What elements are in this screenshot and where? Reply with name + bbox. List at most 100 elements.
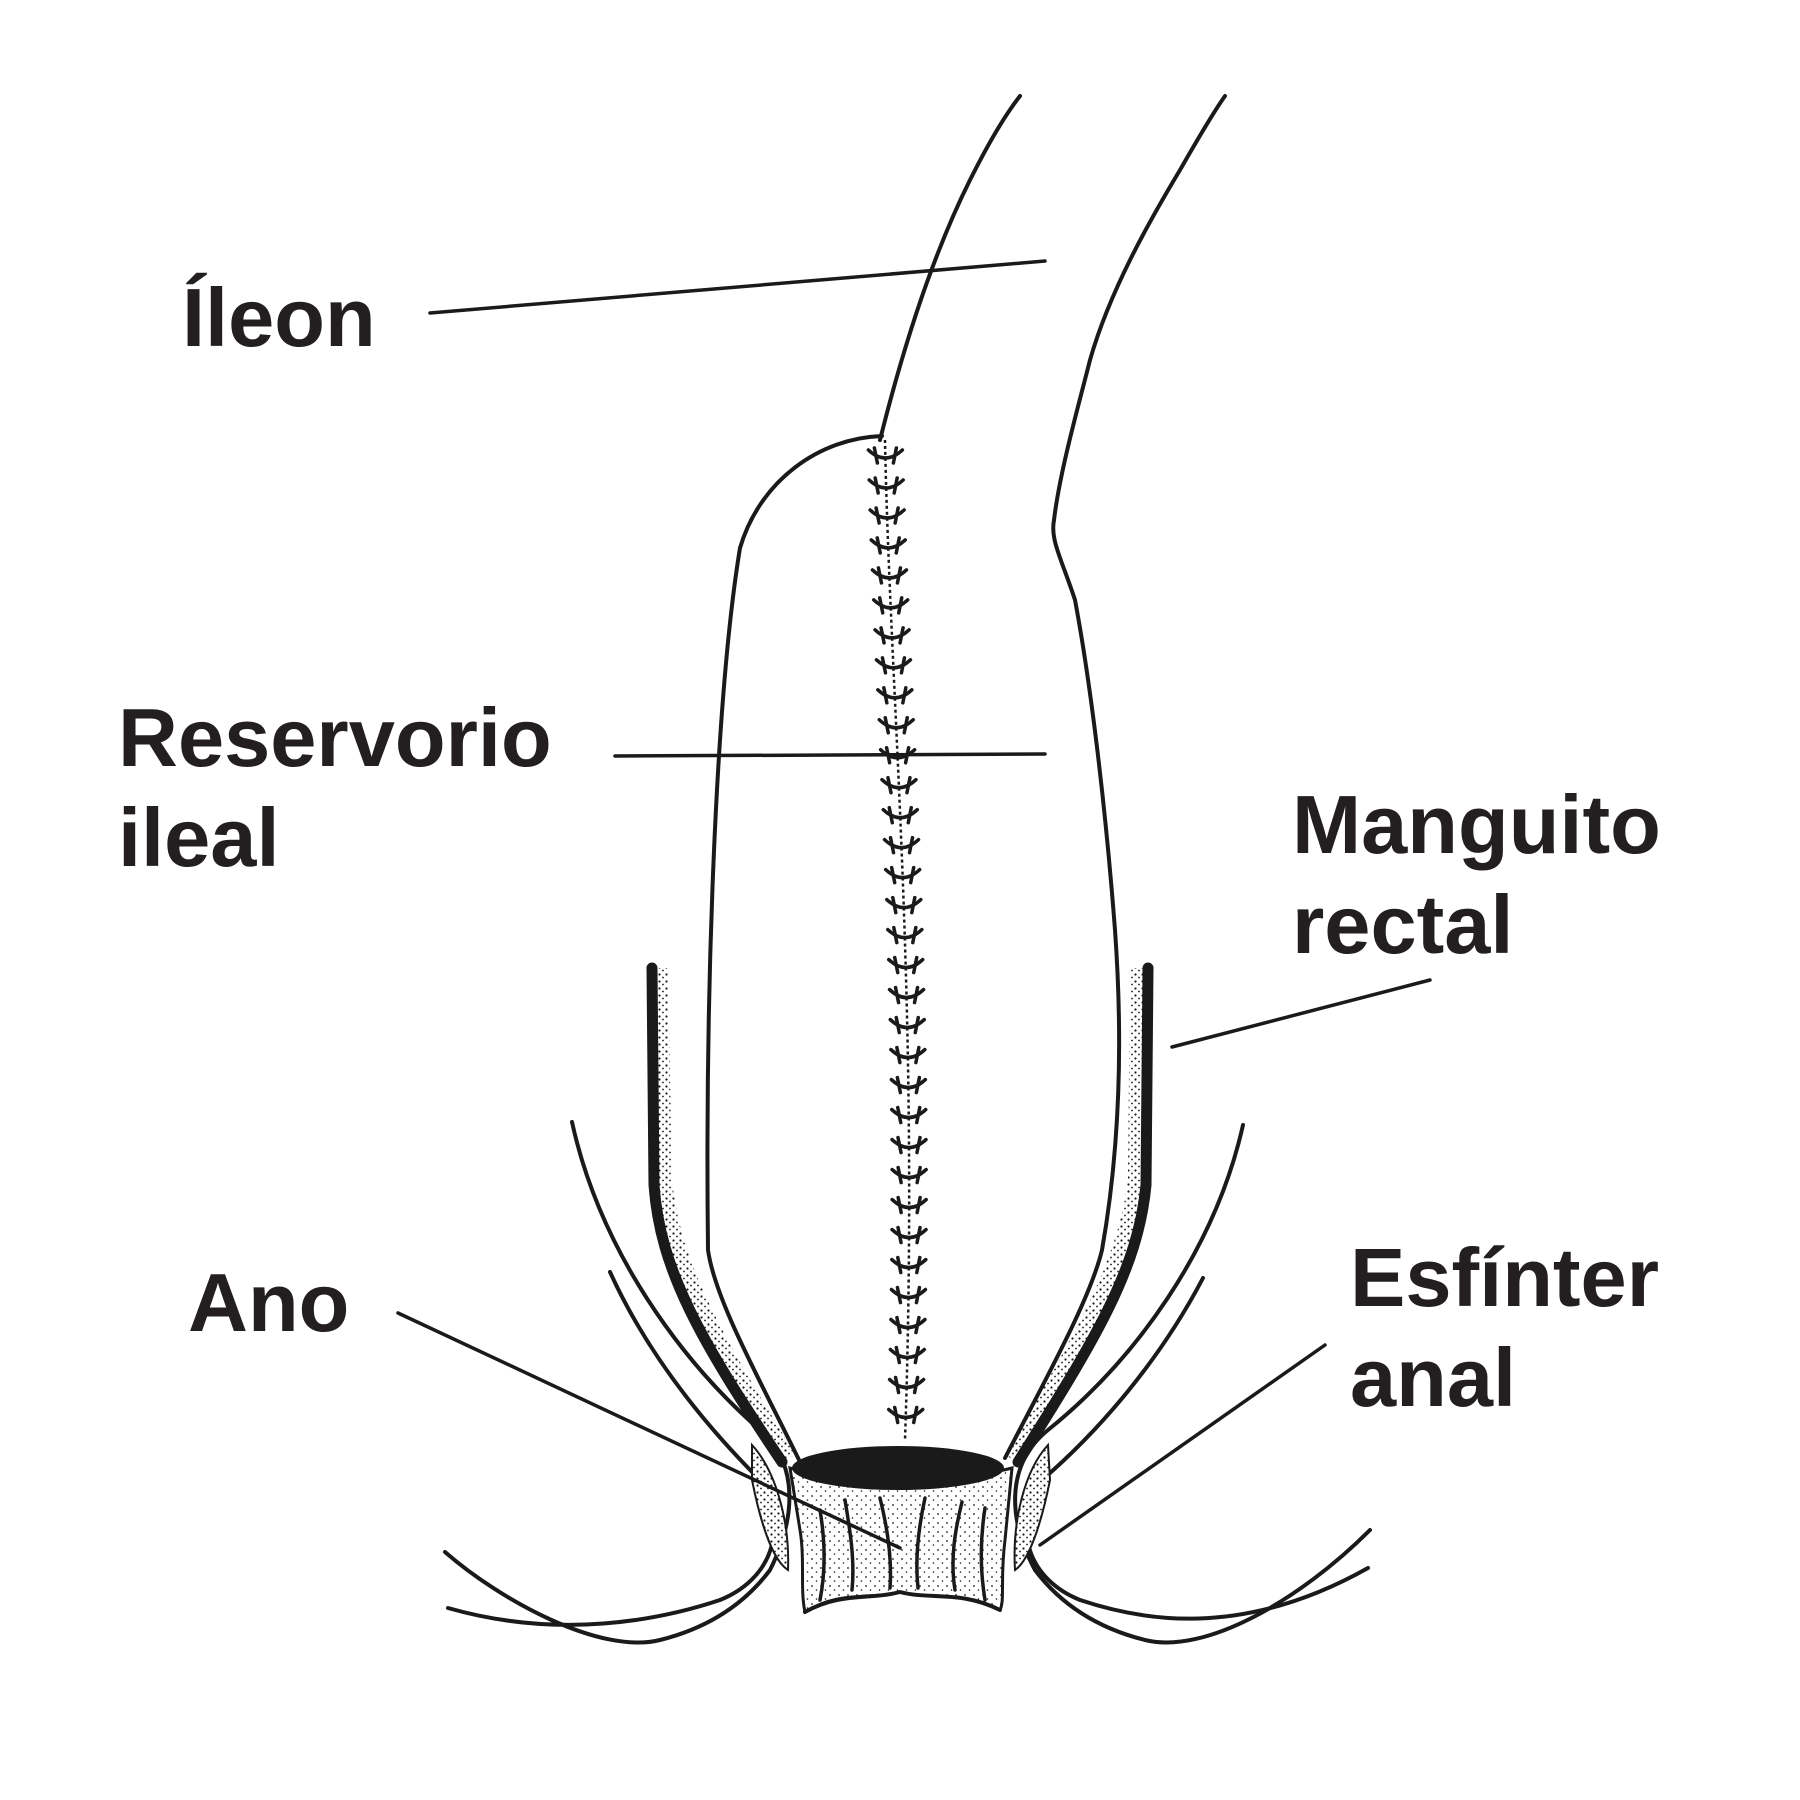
suture-stitch-tick: [911, 925, 918, 945]
suture-stitch-tick: [914, 1315, 921, 1335]
suture-stitch-tick: [896, 596, 904, 615]
label-manguito-line1: Manguito: [1292, 778, 1661, 871]
suture-stitch-tick: [908, 865, 916, 885]
suture-stitch-tick: [891, 895, 898, 915]
anal-canal: [788, 1446, 1014, 1615]
suture-stitch: [877, 718, 915, 730]
suture-stitch-tick: [876, 566, 884, 585]
suture-stitch: [867, 478, 905, 490]
suture-stitch-tick: [914, 1075, 922, 1095]
leader-manguito: [1170, 978, 1432, 1049]
suture-stitch-tick: [894, 1015, 902, 1035]
suture-stitch: [883, 867, 922, 880]
suture-stitch-tick: [899, 656, 907, 675]
suture-stitch-tick: [894, 536, 901, 555]
suture-stitch-tick: [875, 536, 882, 555]
suture-stitch-tick: [912, 1375, 920, 1395]
ileal-pouch: [705, 434, 1122, 1464]
suture-stitch-tick: [877, 596, 885, 615]
suture-stitch-tick: [902, 716, 909, 735]
suture-stitch-tick: [896, 1135, 903, 1155]
label-esfinter-line2: anal: [1350, 1331, 1516, 1424]
ileum: [878, 94, 1227, 522]
suture-stitch-tick: [883, 716, 890, 735]
suture-stitch: [866, 448, 905, 460]
suture-stitch-tick: [912, 985, 920, 1005]
suture-stitch-tick: [874, 506, 881, 525]
anal-sphincter: [751, 1442, 1052, 1572]
suture-stitch-tick: [895, 1045, 902, 1065]
suture-stitch: [873, 628, 911, 640]
label-reservorio-line1: Reservorio: [118, 691, 552, 784]
suture-stitch: [878, 747, 917, 760]
label-reservorio-line2: ileal: [118, 791, 280, 884]
rectal-cuff: [646, 962, 1154, 1468]
suture-stitch-tick: [896, 1225, 903, 1245]
suture-stitch-tick: [910, 895, 917, 915]
suture-stitch-tick: [886, 775, 893, 795]
leader-lines: [396, 259, 1432, 1550]
label-ileon: Íleon: [182, 271, 376, 364]
suture-stitch-tick: [907, 835, 915, 855]
suture-stitch-tick: [888, 835, 896, 855]
suture-stitch-tick: [915, 1255, 922, 1275]
suture-stitch-tick: [913, 1015, 921, 1035]
suture-stitch: [888, 1017, 927, 1030]
suture-stitch-tick: [892, 955, 900, 975]
suture-stitch: [886, 957, 925, 970]
suture-stitch-tick: [914, 1105, 922, 1125]
suture-stitch: [881, 807, 920, 820]
suture-stitch: [889, 1317, 927, 1330]
suture-stitch: [885, 897, 923, 910]
suture-stitch-tick: [872, 446, 880, 465]
suture-stitch: [890, 1257, 928, 1270]
suture-stitch: [880, 777, 918, 790]
suture-stitch-tick: [889, 865, 897, 885]
suture-stitch: [889, 1107, 928, 1120]
suture-stitch: [868, 508, 906, 520]
suture-stitch-tick: [901, 686, 908, 705]
suture-stitch: [886, 927, 924, 940]
suture-stitch: [890, 1167, 928, 1180]
suture-stitch-tick: [915, 1165, 922, 1185]
label-manguito-line2: rectal: [1292, 878, 1513, 971]
suture-stitch: [871, 598, 910, 610]
suture-stitch-tick: [893, 1375, 901, 1395]
suture-stitch-tick: [896, 1255, 903, 1275]
suture-stitch: [889, 1287, 928, 1300]
suture-stitch-tick: [893, 506, 900, 525]
suture-stitch-tick: [911, 1405, 919, 1425]
leader-esfinter: [1038, 1343, 1327, 1547]
suture-stitch: [882, 837, 921, 850]
suture-stitch-tick: [896, 1165, 903, 1185]
suture-stitch-tick: [898, 626, 905, 645]
suture-stitch-tick: [873, 476, 880, 495]
suture-stitch-tick: [915, 1195, 922, 1215]
suture-stitch-tick: [879, 626, 886, 645]
leader-ileon: [428, 259, 1047, 315]
suture-stitch-tick: [892, 925, 899, 945]
suture-stitch: [887, 987, 926, 1000]
leader-ano: [396, 1311, 902, 1550]
suture-stitch-tick: [914, 1285, 922, 1305]
label-esfinter-line1: Esfínter: [1350, 1231, 1659, 1324]
suture-stitch: [886, 1407, 925, 1420]
suture-stitch: [874, 658, 913, 670]
suture-stitch: [890, 1227, 928, 1240]
suture-stitch: [876, 688, 914, 700]
suture-stitch: [870, 568, 909, 580]
suture-stitch: [890, 1197, 928, 1210]
suture-stitch-tick: [893, 985, 901, 1005]
anastomosis-ring: [792, 1446, 1004, 1490]
suture-stitch-tick: [891, 446, 899, 465]
suture-stitch: [887, 1377, 926, 1390]
suture-stitch-tick: [895, 1105, 903, 1125]
suture-stitch-tick: [906, 805, 914, 825]
suture-stitch-tick: [892, 476, 899, 495]
suture-stitch-tick: [895, 1285, 903, 1305]
suture-stitch-tick: [914, 1045, 921, 1065]
suture-stitch-tick: [913, 1345, 921, 1365]
suture-stitch-tick: [915, 1135, 922, 1155]
suture-stitch: [890, 1137, 928, 1150]
